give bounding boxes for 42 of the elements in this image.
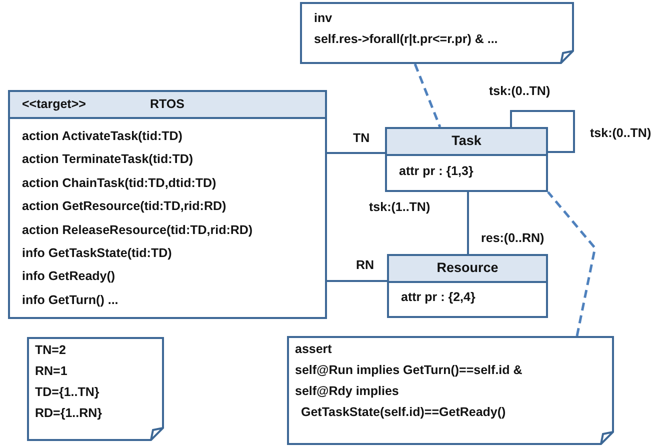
constraint-text: GetTaskState(self.id)==GetReady() <box>301 404 506 420</box>
role-multiplicity: tsk:(0..TN) <box>589 126 652 140</box>
definition-note <box>27 337 164 441</box>
operation: action GetResource(tid:TD,rid:RD) <box>22 198 226 214</box>
assertion-note <box>287 336 614 445</box>
edge-label: RN <box>355 258 376 272</box>
role-multiplicity: res:(0..RN) <box>480 231 546 245</box>
class-name: Task <box>450 133 482 149</box>
association-line <box>510 110 575 153</box>
constraint-text: self@Run implies GetTurn()==self.id & <box>295 362 522 378</box>
role-multiplicity: tsk:(1..TN) <box>368 200 432 214</box>
attribute: attr pr : {2,4} <box>401 289 476 305</box>
dashed-connector <box>547 191 596 336</box>
constraint-note <box>300 2 574 64</box>
association-line <box>467 192 469 254</box>
operation: action ActivateTask(tid:TD) <box>22 128 182 144</box>
class-name: RTOS <box>150 96 184 112</box>
class-box <box>387 254 548 318</box>
constraint-text: RN=1 <box>35 363 68 379</box>
note-heading: TN=2 <box>35 342 66 358</box>
operation: action TerminateTask(tid:TD) <box>22 151 194 168</box>
dashed-connector <box>414 64 442 128</box>
association-line <box>327 280 387 282</box>
operation: info GetReady() <box>22 268 116 284</box>
note-heading: inv <box>314 10 332 26</box>
association-line <box>327 152 385 154</box>
stereotype: <<target>> <box>22 96 86 112</box>
class-name: Resource <box>436 260 500 276</box>
operation: info GetTaskState(tid:TD) <box>22 245 172 261</box>
attribute: attr pr : {1,3} <box>399 163 474 179</box>
note-heading: assert <box>295 341 332 357</box>
class-box <box>385 127 548 192</box>
operation: action ReleaseResource(tid:TD,rid:RD) <box>22 222 253 238</box>
constraint-text: self.res->forall(r|t.pr<=r.pr) & ... <box>314 31 498 47</box>
class-box <box>8 90 327 319</box>
operation: action ChainTask(tid:TD,dtid:TD) <box>22 174 216 191</box>
constraint-text: self@Rdy implies <box>295 383 399 399</box>
constraint-text: TD={1..TN} <box>35 384 100 400</box>
operation: info GetTurn() ... <box>22 292 118 308</box>
constraint-text: RD={1..RN} <box>35 405 102 421</box>
edge-label: TN <box>352 131 371 145</box>
role-multiplicity: tsk:(0..TN) <box>488 84 552 98</box>
